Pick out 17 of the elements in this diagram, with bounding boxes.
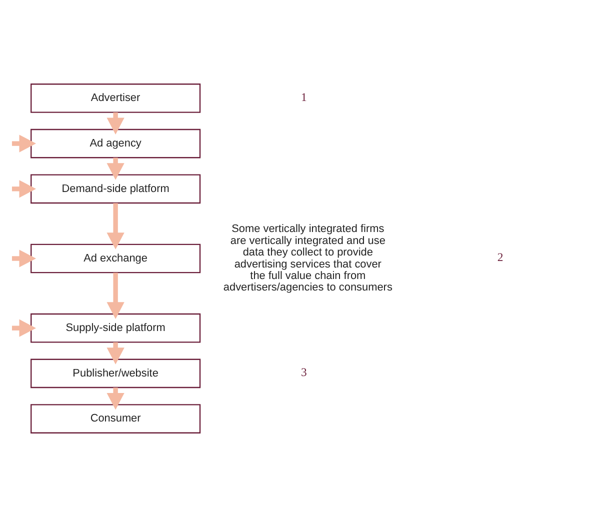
node-box: Ad exchange	[30, 244, 201, 274]
node-box: Demand-side platform	[30, 174, 201, 204]
arrow	[12, 180, 36, 198]
arrow	[106, 272, 124, 319]
node-box: Consumer	[30, 404, 201, 434]
label: 2	[497, 251, 504, 264]
arrow	[106, 203, 124, 250]
arrow	[12, 134, 36, 152]
label: 1	[301, 90, 307, 104]
node-box: Advertiser	[30, 84, 201, 113]
arrow	[12, 319, 36, 337]
node-box: Supply-side platform	[30, 313, 201, 343]
arrow	[12, 250, 36, 268]
label: Some vertically integrated firms are vertically integrated and use data they collect to provide advertising services that cover the full value chain from advertisers/agencies to consumers	[223, 223, 392, 294]
label: 3	[301, 366, 307, 380]
node-box: Publisher/website	[30, 358, 201, 388]
node-box: Ad agency	[30, 128, 201, 158]
